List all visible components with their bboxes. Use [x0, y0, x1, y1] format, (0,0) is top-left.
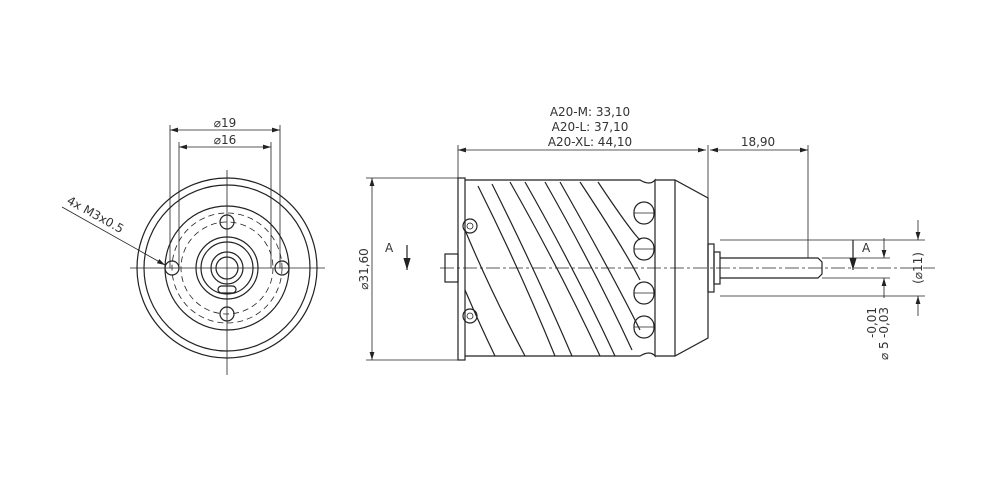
dim-length-l: A20-L: 37,10 [552, 120, 629, 134]
dim-shaft-tol-lower: -0,03 [877, 307, 891, 338]
dim-shaft-tol-upper: -0,01 [865, 307, 879, 338]
dim-shaft-diameter: ⌀ 5 [877, 341, 891, 360]
dim-length-xl: A20-XL: 44,10 [548, 135, 632, 149]
dim-collar-diameter: (⌀11) [911, 252, 925, 284]
dim-length-m: A20-M: 33,10 [550, 105, 630, 119]
thread-note: 4x M3x0.5 [65, 193, 127, 236]
helical-coils [464, 181, 641, 357]
section-marker-left: A [385, 241, 394, 255]
vent-slots [633, 201, 655, 339]
mounting-hole [274, 260, 290, 276]
screw-head [462, 308, 478, 324]
dim-dia-19: ⌀19 [214, 116, 237, 130]
side-view: A20-M: 33,10 A20-L: 37,10 A20-XL: 44,10 … [357, 105, 935, 361]
mounting-hole [219, 214, 235, 230]
screw-head [462, 218, 478, 234]
dim-body-diameter: ⌀31,60 [357, 248, 371, 290]
dim-shaft-length: 18,90 [741, 135, 775, 149]
front-view: ⌀19 ⌀16 4x M3x0.5 [61, 116, 325, 375]
dim-dia-16: ⌀16 [214, 133, 237, 147]
mounting-hole [219, 306, 235, 322]
section-marker-right: A [862, 241, 871, 255]
